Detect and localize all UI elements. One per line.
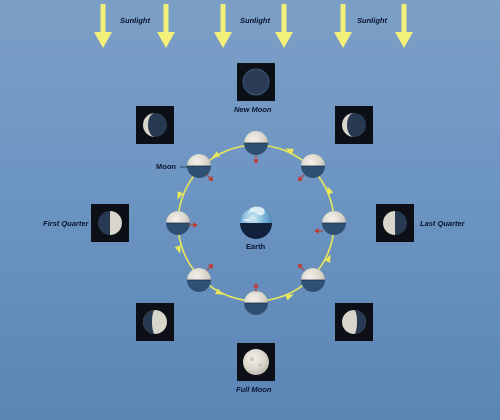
orbit-moon-upper-left (187, 154, 211, 178)
waning-crescent-photo (335, 106, 373, 144)
new-moon-label: New Moon (234, 105, 272, 114)
orbit-arrow (211, 151, 220, 158)
earth-label: Earth (246, 242, 266, 251)
orbit-arrow (215, 288, 224, 295)
orbit-moon-upper-right (301, 154, 325, 178)
orbit-moons (166, 131, 346, 315)
first-quarter-photo (91, 204, 129, 242)
new-moon-photo (237, 63, 275, 101)
sunlight-label: Sunlight (240, 16, 270, 25)
waxing-crescent-photo (136, 106, 174, 144)
orbit-arrow (177, 191, 184, 200)
last-quarter-photo (376, 204, 414, 242)
orbit-moon-top (244, 131, 268, 155)
orbit-arrow (174, 245, 181, 254)
waxing-gibbous-photo (136, 303, 174, 341)
orbit-moon-left (166, 211, 190, 235)
moon-label: Moon (156, 162, 176, 171)
sunlight-label: Sunlight (357, 16, 387, 25)
full-moon-label: Full Moon (236, 385, 272, 394)
sunlight-arrow (275, 4, 293, 48)
sunlight-arrow (395, 4, 413, 48)
orbit-moon-lower-right (301, 268, 325, 292)
full-moon-photo (237, 343, 275, 381)
sunlight-arrow (94, 4, 112, 48)
waning-gibbous-photo (335, 303, 373, 341)
sunlight-arrow (214, 4, 232, 48)
orbit-moon-right (322, 211, 346, 235)
earth (240, 206, 272, 239)
orbit-moon-lower-left (187, 268, 211, 292)
orbit-moon-bottom (244, 291, 268, 315)
orbit-arrow (285, 294, 294, 301)
last-quarter-label: Last Quarter (420, 219, 465, 228)
toward-earth-arrows (189, 155, 323, 292)
orbit-direction-arrows (174, 148, 334, 301)
orbit-arrow (324, 254, 331, 263)
sunlight-arrow (334, 4, 352, 48)
sunlight-arrow (157, 4, 175, 48)
first-quarter-label: First Quarter (43, 219, 89, 228)
orbit-arrow (327, 186, 334, 195)
sunlight-label: Sunlight (120, 16, 150, 25)
orbit-arrow (285, 148, 294, 155)
phase-photos (91, 63, 414, 381)
sunlight-arrows (94, 4, 413, 48)
